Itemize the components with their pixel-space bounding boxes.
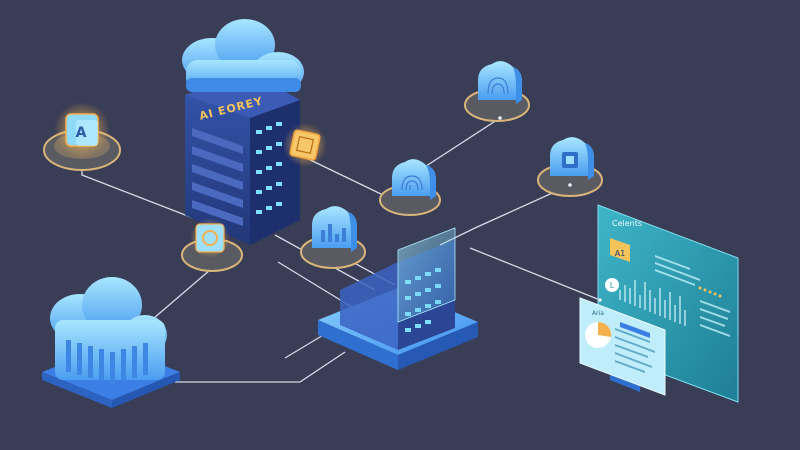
panel-icon-letter: L [610,281,615,290]
server-front-slots [192,128,243,226]
server-cloud-icon [182,19,304,92]
panel-chart-bars [619,280,686,326]
ai-chip-icon [289,129,321,161]
fingerprint-top-node[interactable] [464,61,530,122]
panel-text-lines [655,255,730,337]
connector-chip-to-hub [439,184,571,246]
fingerprint-cloud-icon [392,159,436,196]
connector-dots [498,116,602,302]
letter-a-glyph: A [76,125,87,141]
fingerprint-center-node[interactable] [379,159,441,216]
bar-chart-node[interactable] [300,206,366,269]
gear-chip-icon [195,223,225,253]
fingerprint-cloud-icon [478,61,522,100]
connector-hub-to-dashboard [469,247,601,301]
connector-fingerprint-to-topright [419,117,501,171]
panel-badge-text: A1 [615,249,626,258]
ai-chip-node[interactable] [283,123,327,167]
cloud-storage-icon [50,277,167,380]
letter-a-node[interactable]: A [43,102,121,171]
panel-badge: A1 [610,238,630,262]
main-server[interactable]: AI EOREY [182,19,304,245]
chip-right-node[interactable] [537,137,603,197]
bar-chart-cloud-icon [312,206,357,248]
card-title: Aria [592,310,604,317]
cloud-storage[interactable] [42,277,180,408]
analytics-dashboard[interactable]: Celents A1 L [579,204,739,403]
floating-card[interactable]: Aria [579,297,666,396]
connector-storage-to-hub [175,351,346,383]
panel-icon-circle: L [605,278,619,292]
panel-title: Celents [612,219,642,228]
gear-chip-node[interactable] [181,218,243,272]
storage-slots [66,340,148,384]
center-hub[interactable] [318,227,478,370]
hub-glass-panel [397,227,456,323]
server-side-leds [256,122,282,214]
server-top-face [185,72,300,118]
panel-legend-dots [698,286,722,298]
